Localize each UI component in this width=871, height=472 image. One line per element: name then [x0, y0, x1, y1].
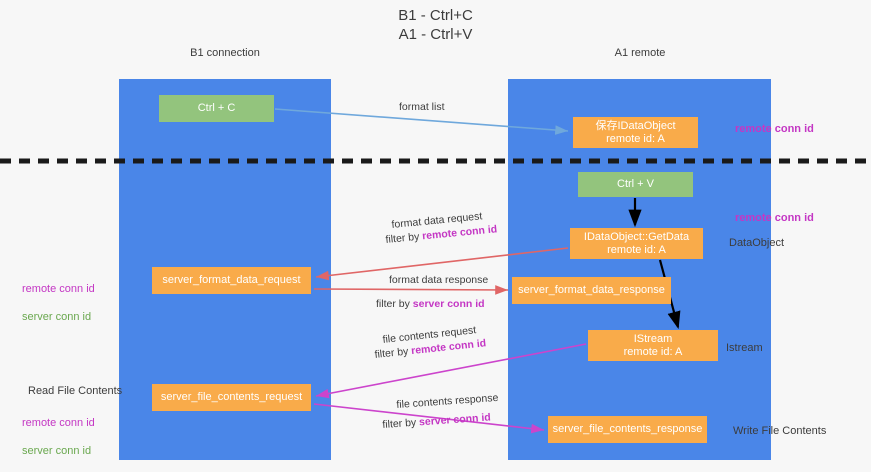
label-server-conn-id-left-bottom: server conn id: [22, 445, 92, 457]
node-server-format-data-response[interactable]: server_format_data_response: [512, 277, 671, 304]
diagram-title: B1 - Ctrl+C A1 - Ctrl+V: [0, 6, 871, 44]
filter-by-text-4: filter by: [382, 416, 420, 431]
label-remote-conn-id-mid: remote conn id: [735, 212, 814, 224]
label-left-conn-ids-bottom: remote conn id server conn id: [22, 402, 95, 472]
label-remote-conn-id-left-bottom: remote conn id: [22, 417, 95, 429]
filter-by-text-1: filter by: [385, 230, 423, 246]
filter-by-text-3: filter by: [374, 345, 412, 361]
lane-header-a1: A1 remote: [614, 47, 666, 59]
arrow-label-filter-server-conn-id-1: filter by server conn id: [376, 298, 485, 311]
server-conn-id-text-1: server conn id: [412, 298, 485, 310]
title-line-2: A1 - Ctrl+V: [398, 26, 473, 43]
node-server-file-contents-request[interactable]: server_file_contents_request: [152, 384, 311, 411]
node-idataobject-getdata[interactable]: IDataObject::GetData remote id: A: [570, 228, 703, 259]
title-line-1: B1 - Ctrl+C: [398, 7, 473, 24]
label-read-file-contents: Read File Contents: [28, 385, 123, 397]
node-ctrl-c[interactable]: Ctrl + C: [159, 95, 274, 122]
node-ctrl-v[interactable]: Ctrl + V: [578, 172, 693, 197]
label-left-conn-ids-top: remote conn id server conn id: [22, 268, 95, 338]
node-server-file-contents-response[interactable]: server_file_contents_response: [548, 416, 707, 443]
label-write-file-contents: Write File Contents: [733, 425, 827, 437]
lane-header-b1: B1 connection: [190, 47, 260, 59]
arrow-label-format-data-response: format data response: [389, 274, 489, 286]
label-server-conn-id-left-top: server conn id: [22, 311, 92, 323]
label-remote-conn-id-top: remote conn id: [735, 123, 814, 135]
node-idataobject[interactable]: 保存IDataObject remote id: A: [573, 117, 698, 148]
node-istream[interactable]: IStream remote id: A: [588, 330, 718, 361]
filter-by-text-2: filter by: [376, 298, 413, 310]
server-conn-id-text-2: server conn id: [418, 411, 492, 429]
label-remote-conn-id-left-top: remote conn id: [22, 283, 95, 295]
arrow-label-format-list: format list: [399, 101, 445, 113]
arrow-label-filter-server-conn-id-2: filter by server conn id: [382, 411, 491, 432]
node-server-format-data-request[interactable]: server_format_data_request: [152, 267, 311, 294]
label-istream: Istream: [726, 342, 763, 354]
arrow-label-file-contents-response: file contents response: [396, 391, 499, 411]
label-dataobject: DataObject: [729, 237, 785, 249]
